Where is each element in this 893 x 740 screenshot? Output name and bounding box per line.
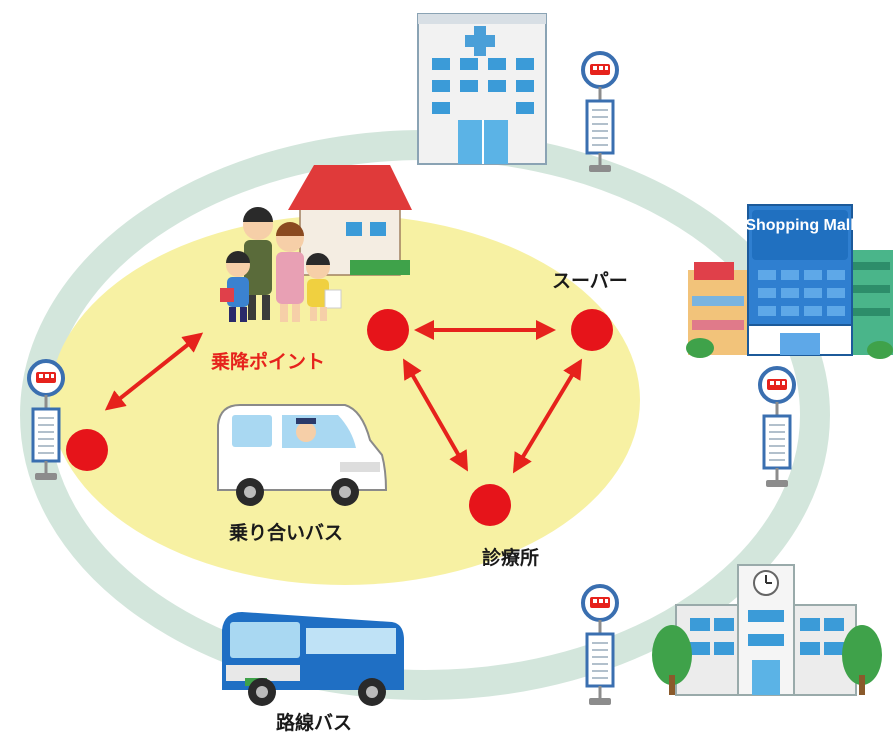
arrow-supermarket-to-clinic: [512, 358, 583, 474]
bus-stop-icon-right: [758, 366, 796, 489]
shopping-mall-icon: [686, 204, 893, 359]
family-icon: [220, 207, 342, 322]
supermarket-label: スーパー: [552, 270, 628, 292]
arrow-pickup-to-clinic: [403, 358, 468, 472]
pickup-point-label: 乗降ポイント: [211, 351, 326, 373]
shopping-mall-sign: Shopping Mall: [745, 217, 854, 234]
hospital-icon: [417, 13, 547, 165]
stop-dot-clinic: [469, 484, 511, 526]
stop-dot-left: [66, 429, 108, 471]
arrow-left-to-pickup: [104, 332, 204, 411]
shared-bus-label: 乗り合いバス: [229, 522, 344, 544]
clinic-label: 診療所: [482, 547, 540, 569]
bus-stop-icon-bottom: [581, 584, 619, 707]
school-icon: [652, 564, 882, 696]
stop-dot-supermarket: [571, 309, 613, 351]
house-icon: [288, 165, 412, 276]
stop-dot-pickup: [367, 309, 409, 351]
route-bus-label: 路線バス: [276, 712, 353, 734]
bus-stop-icon-top: [581, 51, 619, 174]
route-bus-icon: [222, 612, 404, 706]
van-icon: [217, 404, 388, 506]
bus-stop-icon-left: [27, 359, 65, 482]
